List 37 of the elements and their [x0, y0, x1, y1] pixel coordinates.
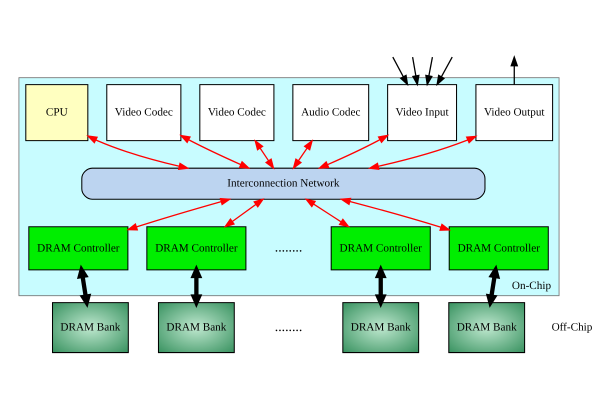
arrow: [436, 56, 453, 86]
arrow: [374, 264, 387, 308]
arrow: [425, 56, 434, 86]
node-box: DRAM Bank: [448, 302, 526, 354]
node-box: DRAM Bank: [52, 302, 129, 354]
node-box: Video Input: [387, 84, 458, 142]
label: ........: [274, 318, 302, 334]
arrow: [412, 57, 420, 86]
arrow: [190, 264, 202, 308]
node-box: Video Output: [475, 84, 554, 142]
node-box: Video Codec: [106, 84, 182, 142]
node-box: Interconnection Network: [81, 168, 486, 200]
arrow: [86, 135, 190, 170]
node-box: DRAM Controller: [28, 226, 128, 270]
node-box: Audio Codec: [292, 84, 370, 142]
arrow: [254, 139, 275, 170]
arrow: [318, 134, 390, 169]
arrow: [368, 136, 478, 170]
node-box: DRAM Bank: [158, 302, 235, 354]
arrow: [292, 139, 314, 170]
arrow: [179, 134, 251, 169]
arrow: [224, 198, 265, 228]
label: Off-Chip: [552, 322, 592, 334]
node-box: DRAM Controller: [146, 226, 246, 270]
arrow: [76, 264, 92, 308]
node-box: DRAM Controller: [330, 226, 431, 270]
arrow: [304, 198, 350, 228]
node-box: DRAM Bank: [342, 302, 420, 354]
node-box: CPU: [25, 84, 88, 142]
arrow: [392, 56, 408, 86]
arrow: [510, 55, 518, 84]
arrow: [126, 198, 232, 230]
arrow: [486, 264, 500, 308]
arrow: [340, 198, 452, 231]
node-box: DRAM Controller: [448, 226, 549, 270]
label: ........: [274, 240, 302, 255]
node-box: Video Codec: [199, 84, 274, 142]
